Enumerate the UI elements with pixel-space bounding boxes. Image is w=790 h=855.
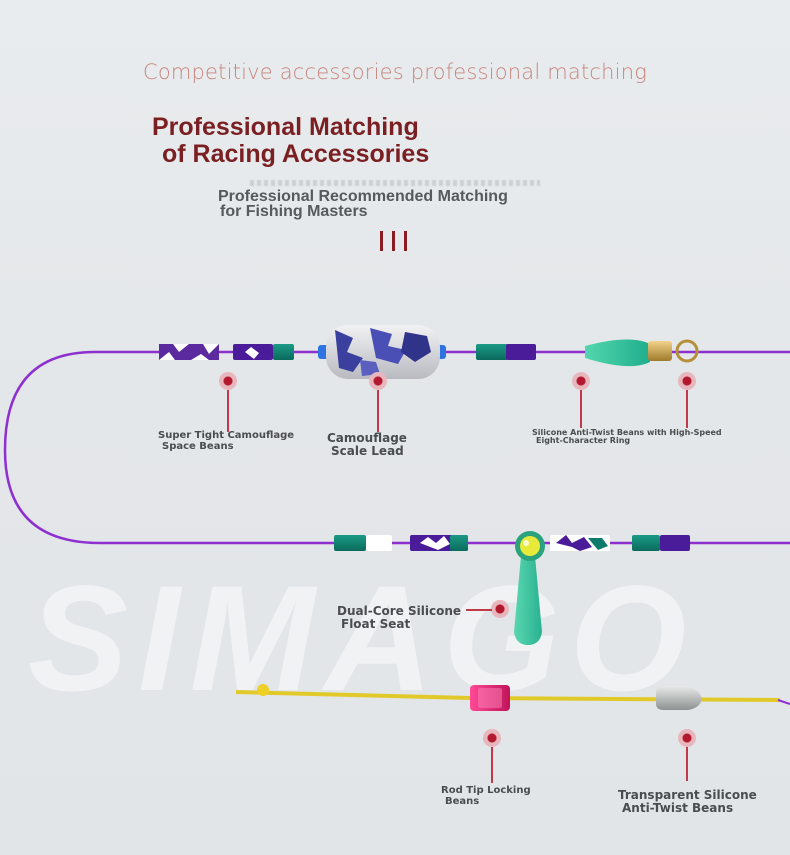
bottom-row-beads [334,535,690,551]
marker-scale-lead [369,372,387,390]
marker-transparent-bean [678,729,696,747]
recommend-heading: Professional Recommended Matching for Fi… [218,188,508,220]
teal-purple-bead [476,344,536,360]
recommend-line-2: for Fishing Masters [220,203,368,220]
anti-twist-bean-with-swivel [585,339,699,367]
label-camo-space-beans: Super Tight Camouflage Space Beans [158,430,295,452]
marker-anti-twist-bean [572,372,590,390]
dual-core-float-seat [514,531,545,645]
marker-float-seat [491,600,509,618]
label-camouflage-scale-lead: Camouflage Scale Lead [327,431,407,458]
label-rod-tip-locking-beans: Rod Tip Locking Beans [441,785,531,807]
marker-camo-beans [219,372,237,390]
marker-rod-tip-bean [483,729,501,747]
page-title: Professional Matching of Racing Accessor… [152,114,429,168]
main-fishing-line [3,350,790,545]
title-line-1: Professional Matching [152,113,419,141]
recommend-line-1: Professional Recommended Matching [218,188,508,205]
page-subtitle: Competitive accessories professional mat… [142,60,648,84]
transparent-anti-twist-bean [656,686,702,710]
divider-bars [380,231,410,251]
label-anti-twist-beans-swivel: Silicone Anti-Twist Beans with High-Spee… [532,428,722,446]
label-float-seat: Dual-Core Silicone Float Seat [337,604,462,631]
blurred-caption [250,180,540,186]
marker-swivel [678,372,696,390]
camouflage-scale-lead [318,325,446,379]
rod-tip-locking-bean [470,685,510,711]
label-transparent-anti-twist-beans: Transparent Silicone Anti-Twist Beans [618,788,757,815]
rod-tip-line [235,684,790,705]
camo-space-beans-top [159,344,294,360]
title-line-2: of Racing Accessories [162,140,430,168]
